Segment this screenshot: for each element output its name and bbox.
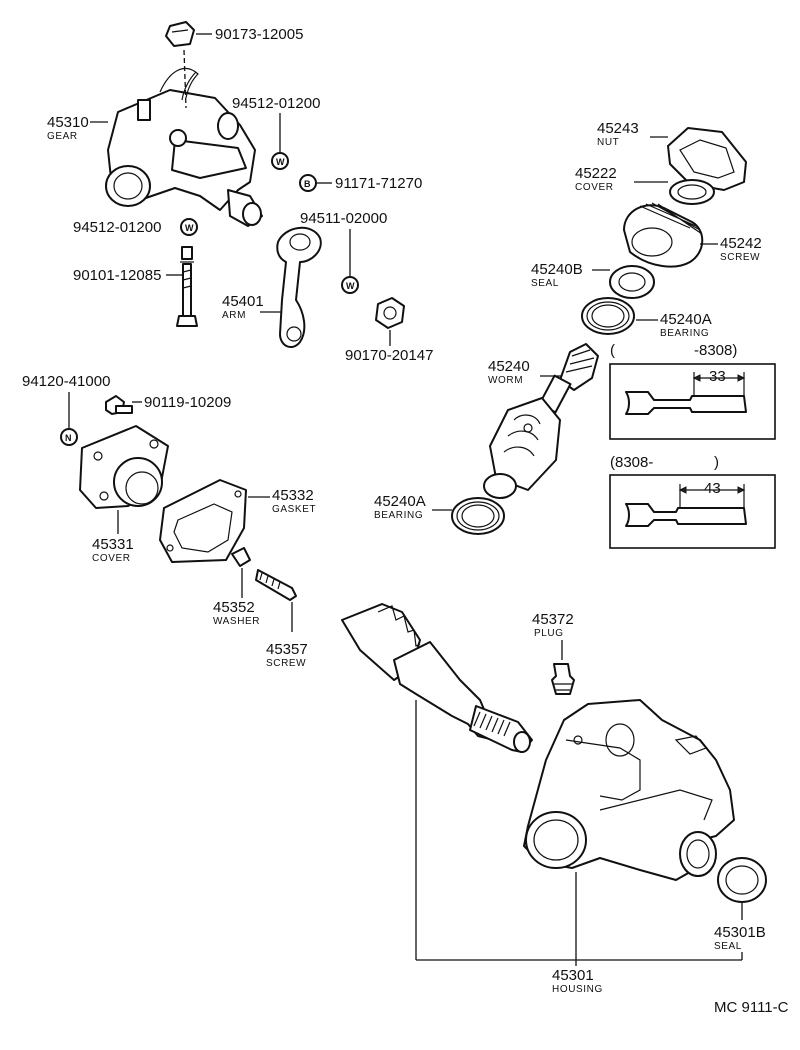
- part-name-screw-45242: SCREW: [720, 252, 760, 263]
- part-name-gasket: GASKET: [272, 504, 316, 515]
- svg-text:B: B: [304, 179, 311, 189]
- dimension-label-43: 43: [704, 480, 721, 497]
- washer-w-icon: W: [180, 218, 198, 236]
- part-number-45301: 45301: [552, 967, 594, 984]
- part-number-94120-41000: 94120-41000: [22, 373, 110, 390]
- part-number-45240B: 45240B: [531, 261, 583, 278]
- bolt-90119-drawing: [105, 395, 133, 415]
- svg-text:N: N: [65, 433, 72, 443]
- part-number-45240A-lower: 45240A: [374, 493, 426, 510]
- part-number-45243: 45243: [597, 120, 639, 137]
- part-number-94511-02000: 94511-02000: [300, 210, 387, 227]
- part-number-94512-01200-upper: 94512-01200: [232, 95, 320, 112]
- washer-w-icon: W: [271, 152, 289, 170]
- part-number-45301B: 45301B: [714, 924, 766, 941]
- part-name-washer: WASHER: [213, 616, 260, 627]
- gear-housing-drawing: [523, 699, 735, 881]
- lock-nut-drawing: [667, 127, 747, 191]
- sector-cover-drawing: [79, 425, 169, 509]
- part-number-90173-12005: 90173-12005: [215, 26, 303, 43]
- part-number-90170-20147: 90170-20147: [345, 347, 433, 364]
- range-left-label: (8308-: [610, 454, 653, 471]
- oil-seal-drawing: [609, 265, 655, 299]
- part-number-45357: 45357: [266, 641, 308, 658]
- range-left-label: (: [610, 342, 615, 359]
- svg-text:W: W: [346, 281, 355, 291]
- part-number-90101-12085: 90101-12085: [73, 267, 161, 284]
- sector-shaft-drawing: [341, 603, 533, 753]
- bolt-b-icon: B: [299, 174, 317, 192]
- adjusting-plug-screw-drawing: [623, 202, 704, 268]
- svg-text:W: W: [276, 157, 285, 167]
- part-number-45240A-upper: 45240A: [660, 311, 712, 328]
- sector-seal-drawing: [717, 857, 767, 903]
- part-number-45372: 45372: [532, 611, 574, 628]
- part-number-45352: 45352: [213, 599, 255, 616]
- detail-box-after-8308: (8308- ) 43: [609, 454, 776, 549]
- dimension-label-33: 33: [709, 368, 726, 385]
- gear-assembly-drawing: [105, 68, 263, 227]
- part-name-cover-45331: COVER: [92, 553, 131, 564]
- part-number-45310: 45310: [47, 114, 89, 131]
- part-name-cover-45222: COVER: [575, 182, 614, 193]
- part-name-bearing-lower: BEARING: [374, 510, 423, 521]
- gasket-drawing: [159, 479, 247, 563]
- part-name-bearing-upper: BEARING: [660, 328, 709, 339]
- part-name-plug: PLUG: [534, 628, 564, 639]
- washer-w-icon: W: [341, 276, 359, 294]
- diagram-code: MC 9111-C: [714, 999, 789, 1016]
- nut-90173-drawing: [165, 21, 195, 109]
- part-number-94512-01200-lower: 94512-01200: [73, 219, 161, 236]
- part-number-45242: 45242: [720, 235, 762, 252]
- lower-bearing-drawing: [451, 497, 505, 535]
- part-number-45331: 45331: [92, 536, 134, 553]
- plug-drawing: [551, 663, 575, 695]
- part-name-screw-45357: SCREW: [266, 658, 306, 669]
- nut-90170-drawing: [375, 297, 405, 329]
- nut-n-icon: N: [60, 428, 78, 446]
- part-number-45401: 45401: [222, 293, 264, 310]
- part-number-45332: 45332: [272, 487, 314, 504]
- part-name-worm: WORM: [488, 375, 523, 386]
- upper-bearing-drawing: [581, 297, 635, 335]
- end-cover-drawing: [669, 179, 715, 205]
- part-number-91171-71270: 91171-71270: [335, 175, 422, 192]
- part-number-45240: 45240: [488, 358, 530, 375]
- part-number-45222: 45222: [575, 165, 617, 182]
- part-number-90119-10209: 90119-10209: [144, 394, 231, 411]
- pitman-arm-drawing: [276, 227, 322, 349]
- part-name-nut: NUT: [597, 137, 619, 148]
- part-name-seal-45301B: SEAL: [714, 941, 742, 952]
- part-name-housing: HOUSING: [552, 984, 603, 995]
- bolt-90101-drawing: [176, 246, 198, 327]
- part-name-arm: ARM: [222, 310, 246, 321]
- adjusting-screw-drawing: [255, 569, 297, 601]
- lock-washer-drawing: [231, 547, 251, 567]
- part-name-seal-45240B: SEAL: [531, 278, 559, 289]
- svg-text:W: W: [185, 223, 194, 233]
- detail-box-before-8308: ( -8308) 33: [609, 342, 776, 440]
- part-name-gear: GEAR: [47, 131, 78, 142]
- worm-shaft-drawing: [483, 343, 599, 499]
- range-right-label: -8308): [694, 342, 737, 359]
- range-right-label: ): [714, 454, 719, 471]
